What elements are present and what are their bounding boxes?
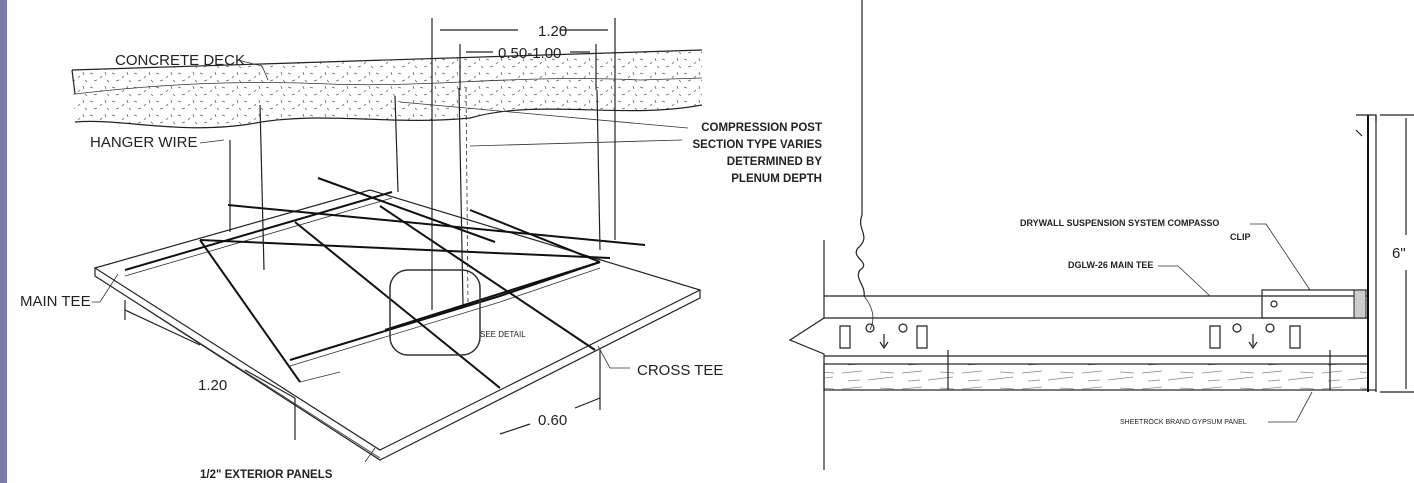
panel-screws bbox=[947, 350, 1331, 390]
ceiling-isometric-diagram: CONCRETE DECK HANGER WIRE MAIN TEE CROSS… bbox=[20, 18, 822, 481]
dimension-lines bbox=[124, 18, 616, 440]
dim-top-range: 0.50-1.00 bbox=[498, 45, 561, 62]
hanger-wire-detail bbox=[855, 0, 874, 331]
hanger-wire-label: HANGER WIRE bbox=[90, 134, 198, 151]
see-detail-label: SEE DETAIL bbox=[480, 330, 526, 339]
compression-post-label-line-3: DETERMINED BY bbox=[727, 156, 823, 168]
gypsum-panel-section bbox=[823, 363, 1369, 391]
dim-right-span: 0.60 bbox=[538, 412, 567, 429]
right-leader-lines bbox=[1158, 223, 1313, 423]
compasso-clip bbox=[1261, 289, 1369, 319]
dim-top-span: 1.20 bbox=[538, 23, 567, 40]
wall-section-detail: DRYWALL SUSPENSION SYSTEM COMPASSO CLIP … bbox=[788, 0, 1414, 470]
main-tees bbox=[124, 177, 646, 367]
dim-height-6in: 6" bbox=[1392, 245, 1406, 262]
cross-tee-label: CROSS TEE bbox=[637, 362, 723, 379]
left-edge-border bbox=[0, 0, 7, 483]
compression-post-label-line-1: COMPRESSION POST bbox=[701, 122, 822, 134]
concrete-deck-label: CONCRETE DECK bbox=[115, 52, 245, 69]
main-tee-label: MAIN TEE bbox=[20, 293, 91, 310]
compasso-label-line-1: DRYWALL SUSPENSION SYSTEM COMPASSO bbox=[1020, 218, 1219, 228]
exterior-panels-label: 1/2" EXTERIOR PANELS bbox=[200, 469, 333, 481]
main-tee-rail bbox=[788, 240, 1368, 470]
compression-post-label-line-2: SECTION TYPE VARIES bbox=[692, 139, 822, 151]
cross-tees bbox=[199, 205, 601, 389]
ceiling-panels-slab bbox=[93, 189, 702, 461]
dglw-main-tee-label: DGLW-26 MAIN TEE bbox=[1068, 260, 1153, 270]
wall-stud bbox=[1355, 114, 1377, 392]
hanger-wires bbox=[229, 87, 601, 306]
dim-left-span: 1.20 bbox=[198, 377, 227, 394]
leader-lines bbox=[92, 59, 689, 463]
tee-holes-right bbox=[1209, 323, 1301, 350]
height-dimension bbox=[1380, 114, 1414, 393]
concrete-deck bbox=[71, 49, 703, 129]
tee-holes-left bbox=[839, 323, 928, 350]
gypsum-panel-label: SHEETROCK BRAND GYPSUM PANEL bbox=[1120, 419, 1247, 426]
compression-post-label-line-4: PLENUM DEPTH bbox=[731, 173, 822, 185]
compasso-label-line-2: CLIP bbox=[1230, 232, 1251, 242]
detail-callout-box bbox=[389, 269, 481, 356]
